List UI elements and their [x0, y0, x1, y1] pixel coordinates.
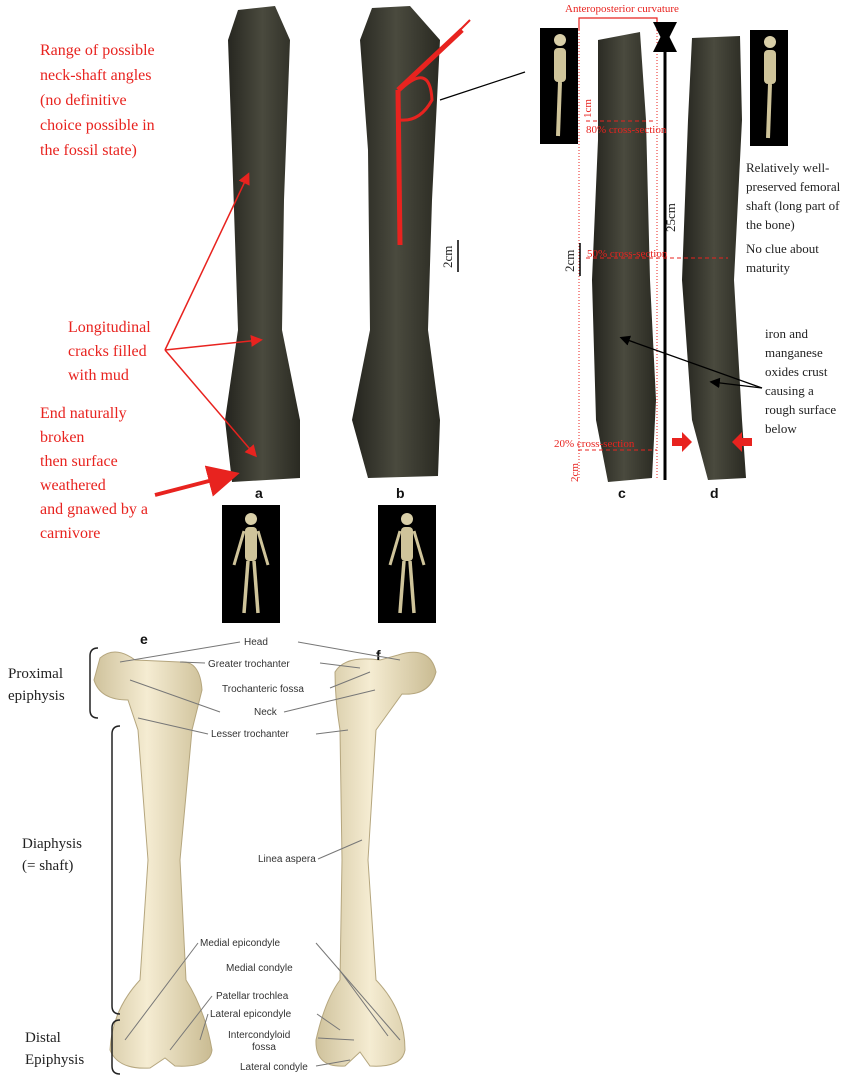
label-head: Head [244, 637, 268, 648]
section-20-label: 20% cross-section [554, 438, 635, 450]
skeleton-side-image [538, 26, 580, 146]
fossil-femur-c [592, 32, 656, 482]
fossil-femur-a [225, 6, 300, 482]
label-medial-epicondyle: Medial epicondyle [200, 938, 280, 949]
crust-arrows [619, 335, 763, 389]
label-intercondyloid-fossa: Intercondyloid [228, 1030, 290, 1041]
connector-line [439, 71, 526, 101]
scale-bottom-label: 2cm [569, 463, 581, 482]
proximal-epiphysis-label: Proximal epiphysis [8, 666, 67, 704]
neck-shaft-angle-marks [395, 19, 471, 246]
panel-label-f: f [376, 647, 381, 663]
label-linea-aspera: Linea aspera [258, 854, 316, 865]
panel-label-d: d [710, 485, 719, 501]
panel-label-b: b [396, 485, 405, 501]
anatomy-labels: Head Greater trochanter Trochanteric fos… [200, 637, 316, 1073]
section-50-label: 50% cross-section [587, 248, 668, 260]
curvature-bracket [578, 17, 658, 30]
neck-shaft-annotation: Range of possible neck-shaft angles (no … [40, 42, 159, 159]
anatomy-leader-lines [119, 641, 401, 1067]
label-greater-trochanter: Greater trochanter [208, 659, 290, 670]
label-lesser-trochanter: Lesser trochanter [211, 729, 289, 740]
distal-epiphysis-label: Distal Epiphysis [25, 1030, 84, 1068]
label-patellar-trochlea: Patellar trochlea [216, 991, 289, 1002]
shaft-annotation: Relatively well- preserved femoral shaft… [746, 160, 843, 232]
label-trochanteric-fossa: Trochanteric fossa [222, 684, 304, 695]
skeleton-side-image-2 [748, 28, 790, 148]
label-lateral-condyle: Lateral condyle [240, 1062, 308, 1073]
end-arrow [154, 465, 240, 497]
section-80-label: 80% cross-section [586, 124, 667, 136]
curvature-label: Anteroposterior curvature [565, 3, 679, 15]
skeleton-back-image [376, 503, 438, 625]
panel-label-c: c [618, 485, 626, 501]
region-brackets [89, 647, 121, 1075]
scale-label-c: 2cm [562, 250, 577, 272]
skeleton-front-image [220, 503, 282, 625]
label-intercondyloid-fossa-2: fossa [252, 1042, 276, 1053]
label-lateral-epicondyle: Lateral epicondyle [210, 1009, 292, 1020]
length-label: 25cm [663, 203, 678, 232]
label-medial-condyle: Medial condyle [226, 963, 293, 974]
scale-label-b: 2cm [440, 246, 455, 268]
maturity-annotation: No clue about maturity [746, 241, 822, 275]
diaphysis-label: Diaphysis (= shaft) [22, 836, 86, 874]
femur-posterior-illustration [315, 651, 437, 1067]
crack-arrows [164, 172, 263, 458]
red-arrow-right [732, 432, 752, 452]
label-neck: Neck [254, 707, 278, 718]
red-arrow-left [672, 432, 692, 452]
fossil-femur-b [352, 6, 440, 478]
panel-label-a: a [255, 485, 263, 501]
panel-label-e: e [140, 631, 148, 647]
scale-1cm-label: 1cm [582, 99, 594, 118]
crust-annotation: iron and manganese oxides crust causing … [765, 326, 839, 436]
cracks-annotation: Longitudinal cracks filled with mud [68, 319, 155, 384]
end-broken-annotation: End naturally broken then surface weathe… [40, 405, 152, 542]
